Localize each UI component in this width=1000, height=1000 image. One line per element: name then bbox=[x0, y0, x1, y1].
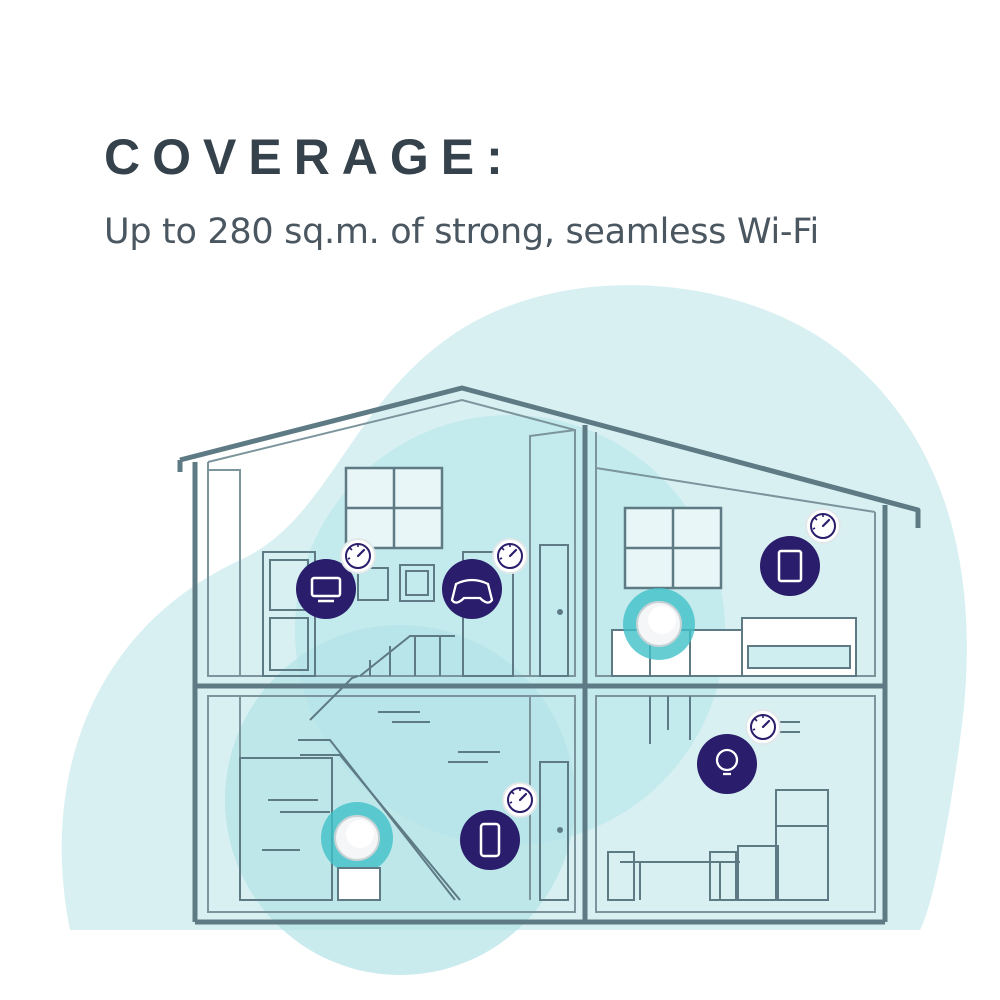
coverage-circle-lower bbox=[225, 625, 575, 975]
gamepad-icon bbox=[442, 537, 529, 619]
tablet-icon bbox=[760, 507, 842, 596]
house-frame bbox=[177, 385, 921, 925]
deco-unit-bedroom bbox=[623, 588, 695, 660]
lightbulb-icon bbox=[697, 708, 782, 794]
staircase bbox=[298, 635, 461, 901]
smartphone-icon bbox=[460, 781, 539, 870]
deco-unit-basement bbox=[321, 802, 393, 901]
bedroom-window bbox=[623, 506, 723, 590]
coverage-heading: COVERAGE: bbox=[104, 129, 515, 185]
coverage-subheading: Up to 280 sq.m. of strong, seamless Wi-F… bbox=[104, 212, 819, 252]
tv-icon bbox=[296, 537, 377, 619]
living-room-window bbox=[344, 466, 444, 550]
bedroom-furniture bbox=[611, 617, 857, 677]
brick-marks bbox=[262, 711, 800, 851]
wall-frames bbox=[357, 564, 435, 602]
kitchen-furniture bbox=[607, 696, 829, 901]
